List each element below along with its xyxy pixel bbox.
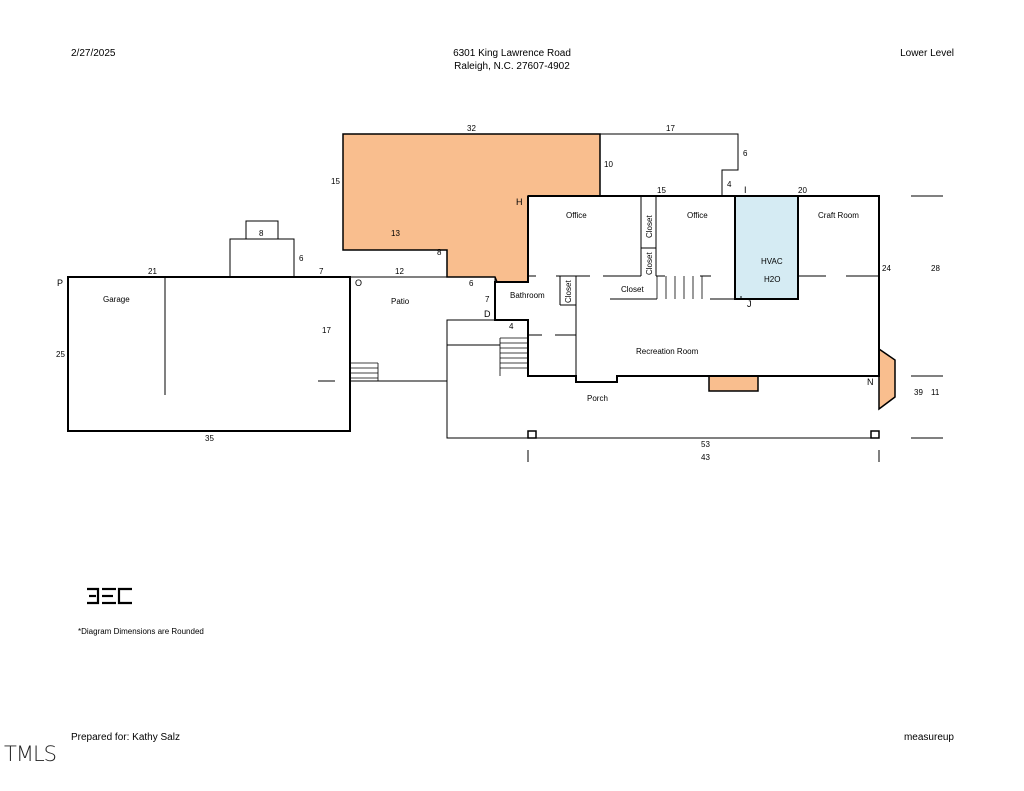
dim-10: 10 xyxy=(604,160,613,169)
dim-24: 24 xyxy=(882,264,891,273)
label-patio: Patio xyxy=(391,297,410,306)
garage-bump xyxy=(229,238,295,278)
hearth-patch xyxy=(708,375,759,392)
dim-21: 21 xyxy=(148,267,157,276)
garage-bump-small xyxy=(245,220,279,240)
dim-7-b: 7 xyxy=(485,295,490,304)
porch-post-right xyxy=(870,430,880,439)
point-N: N xyxy=(867,377,874,387)
tmls-watermark: TMLS xyxy=(4,742,57,766)
garage-wall xyxy=(67,276,351,432)
point-I: I xyxy=(744,185,747,195)
label-closet-3: Closet xyxy=(564,280,573,303)
point-D: D xyxy=(484,309,491,319)
dim-7-a: 7 xyxy=(319,267,324,276)
interior-stairs xyxy=(656,276,703,299)
upper-outline xyxy=(600,133,739,196)
report-date: 2/27/2025 xyxy=(71,48,116,59)
dim-39: 39 xyxy=(914,388,923,397)
address-line-1: 6301 King Lawrence Road xyxy=(453,48,571,59)
dim-11: 11 xyxy=(931,388,940,397)
dim-28: 28 xyxy=(931,264,940,273)
porch-steps xyxy=(499,337,528,376)
porch-outline xyxy=(446,319,879,439)
label-office-right: Office xyxy=(687,211,708,220)
address-line-2: Raleigh, N.C. 27607-4902 xyxy=(454,61,570,72)
label-hvac: HVAC xyxy=(761,257,783,266)
right-guides xyxy=(911,195,943,439)
patio-steps xyxy=(350,362,379,381)
floor-level: Lower Level xyxy=(900,48,954,59)
dim-12: 12 xyxy=(395,267,404,276)
prepared-for: Prepared for: Kathy Salz xyxy=(71,732,180,743)
dim-6-mid: 6 xyxy=(469,279,474,288)
dim-35: 35 xyxy=(205,434,214,443)
dim-25: 25 xyxy=(56,350,65,359)
label-office-left: Office xyxy=(566,211,587,220)
label-garage: Garage xyxy=(103,295,130,304)
dim-4-top: 4 xyxy=(727,180,732,189)
dim-53: 53 xyxy=(701,440,710,449)
point-P: P xyxy=(57,278,63,288)
dim-20: 20 xyxy=(798,186,807,195)
dim-17-top: 17 xyxy=(666,124,675,133)
label-recreation-room: Recreation Room xyxy=(636,347,699,356)
point-J: J xyxy=(747,299,752,309)
point-O: O xyxy=(355,278,362,288)
label-porch: Porch xyxy=(587,394,608,403)
dim-8-top: 8 xyxy=(259,229,264,238)
dim-8-mid: 8 xyxy=(437,248,442,257)
bay-window xyxy=(878,347,896,411)
dim-13: 13 xyxy=(391,229,400,238)
dim-43: 43 xyxy=(701,453,710,462)
point-H: H xyxy=(516,197,523,207)
dec-logo xyxy=(87,587,132,605)
interior-walls xyxy=(528,196,879,376)
dim-6-left: 6 xyxy=(299,254,304,263)
dim-15-mid: 15 xyxy=(657,186,666,195)
label-closet-1: Closet xyxy=(645,215,654,238)
label-craft-room: Craft Room xyxy=(818,211,859,220)
dim-4-mid: 4 xyxy=(509,322,514,331)
dim-17-garage: 17 xyxy=(322,326,331,335)
dimensions-note: *Diagram Dimensions are Rounded xyxy=(78,627,204,636)
dim-15-left: 15 xyxy=(331,177,340,186)
property-address: 6301 King Lawrence Road Raleigh, N.C. 27… xyxy=(412,47,612,73)
label-h2o: H2O xyxy=(764,275,780,284)
dim-6-right: 6 xyxy=(743,149,748,158)
porch-post-left xyxy=(527,430,537,439)
label-closet-2: Closet xyxy=(645,252,654,275)
brand-name: measureup xyxy=(903,732,954,743)
label-closet-h: Closet xyxy=(621,285,644,294)
deck-area xyxy=(342,133,601,283)
label-bathroom: Bathroom xyxy=(510,291,545,300)
dim-32: 32 xyxy=(467,124,476,133)
